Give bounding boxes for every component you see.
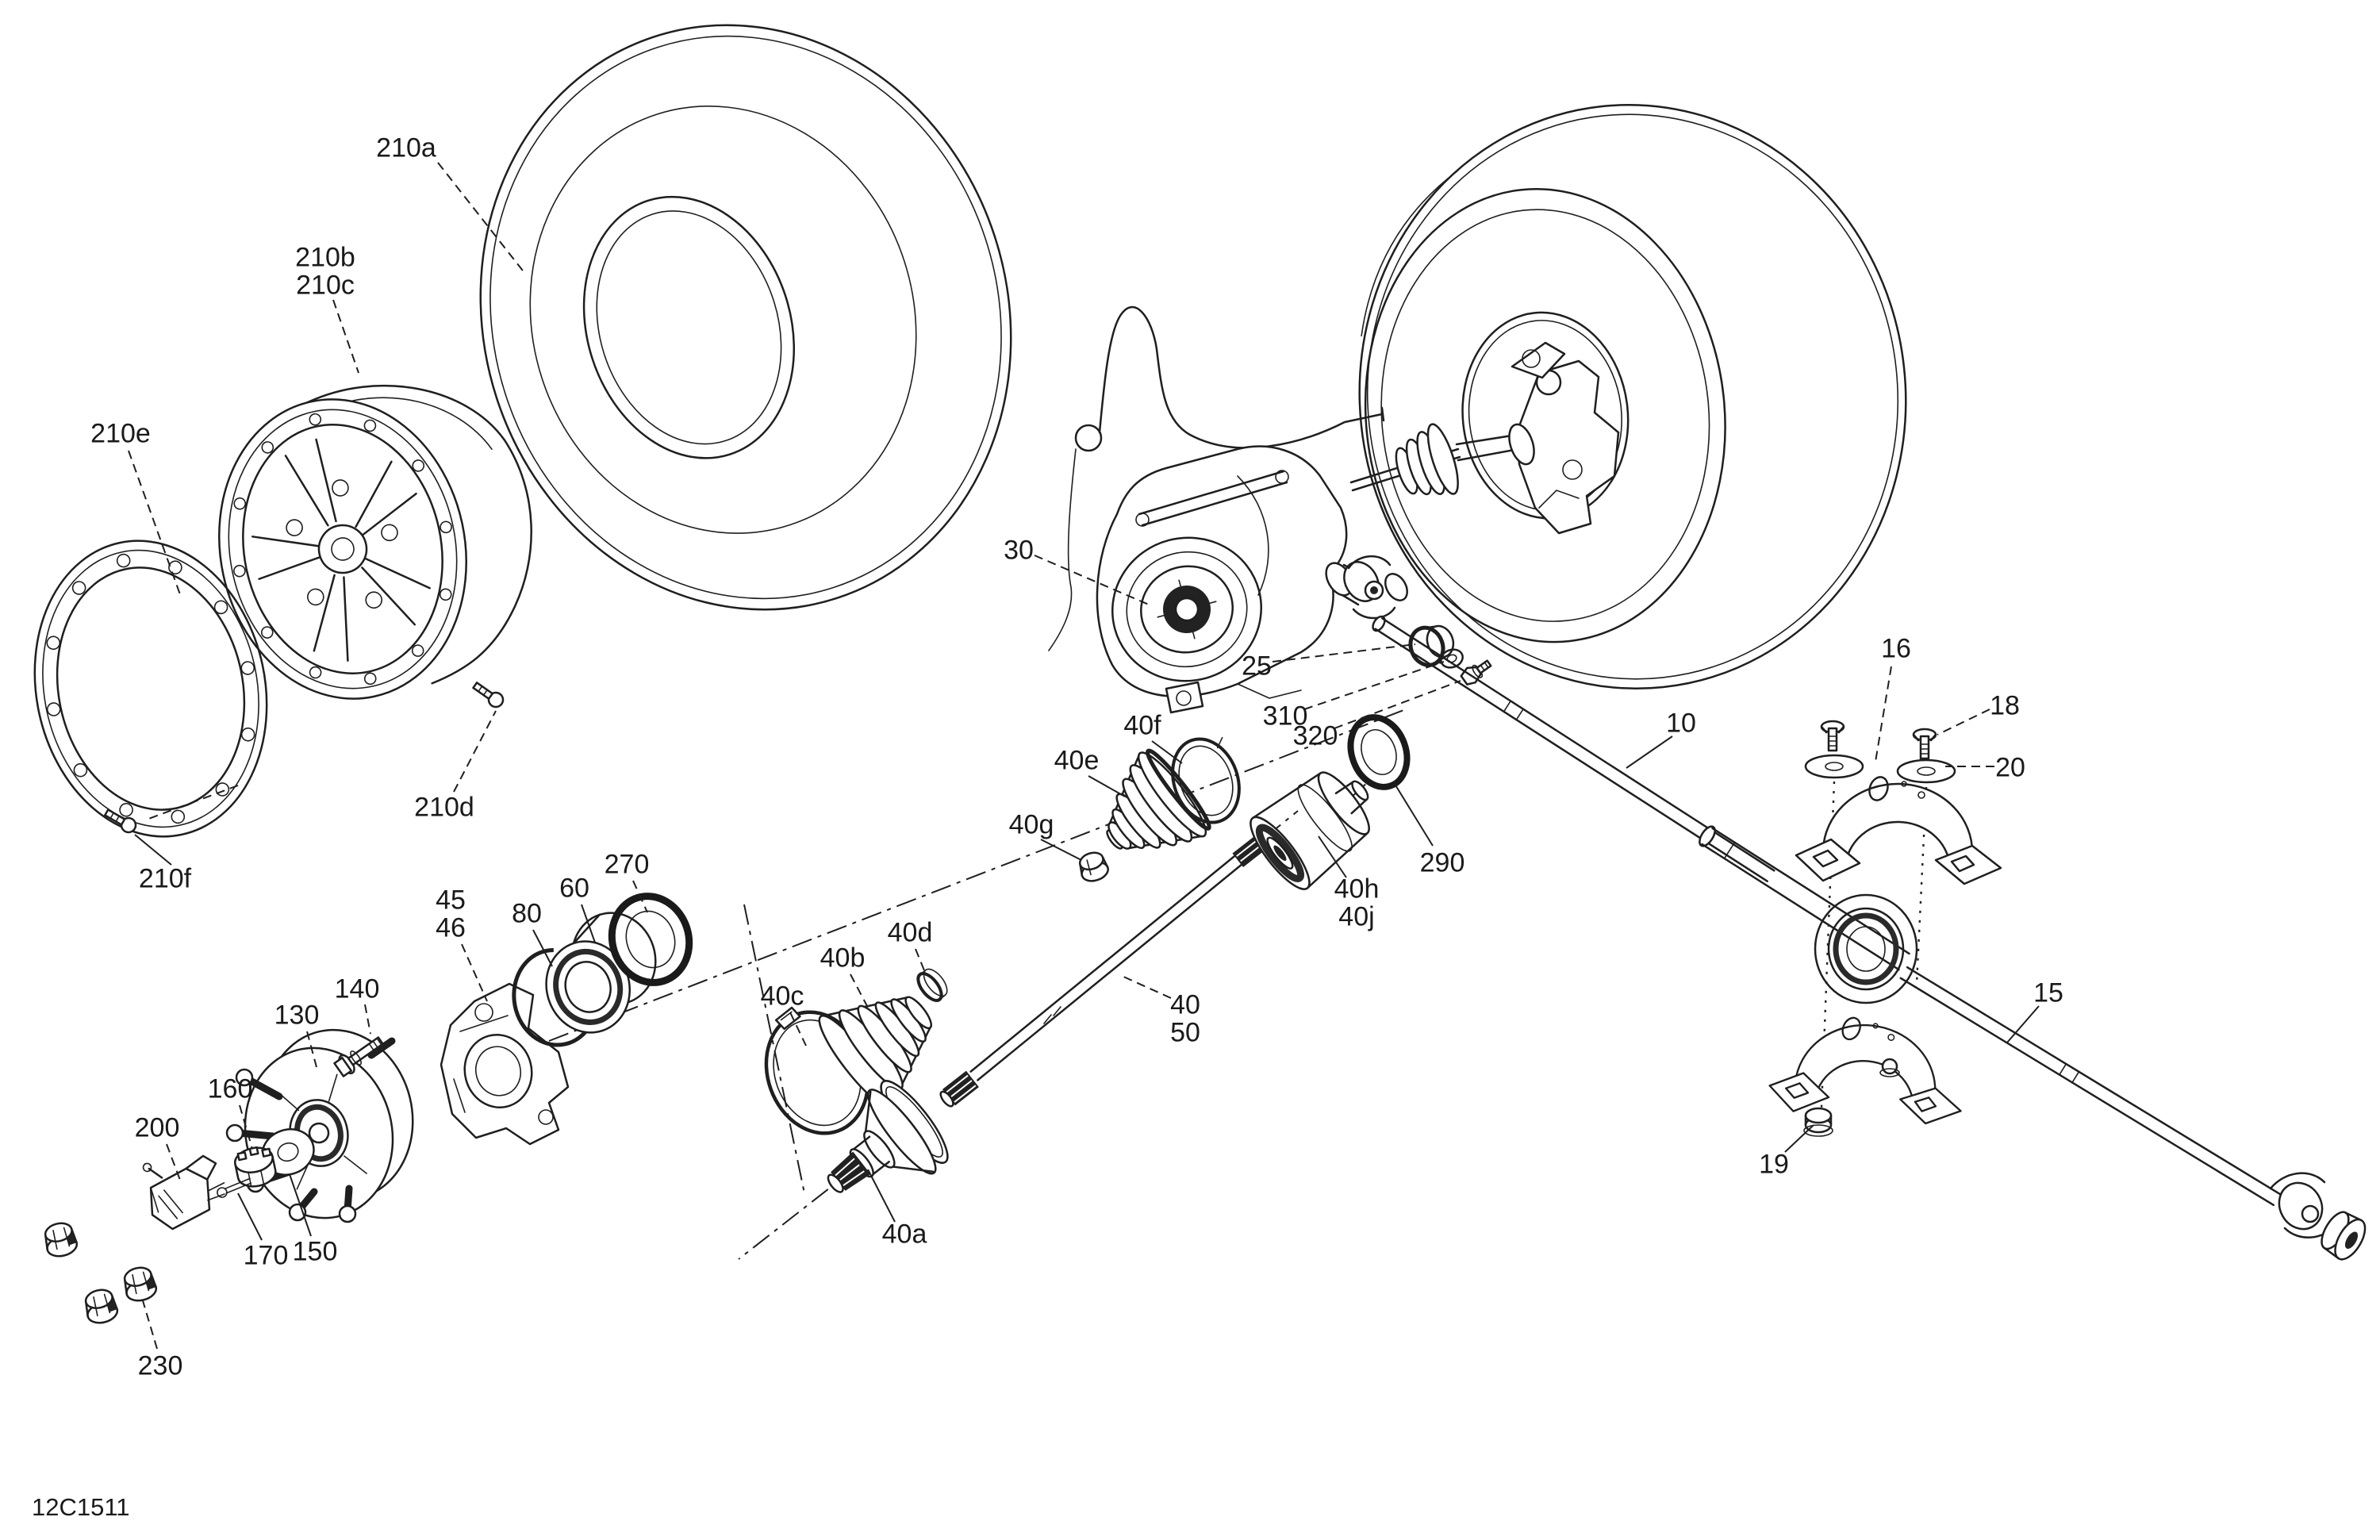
hub-bolt-140 xyxy=(333,1036,384,1077)
boot-clamp-40d xyxy=(916,968,948,1002)
leader-15 xyxy=(2006,1005,2040,1043)
leader-19 xyxy=(1784,1124,1814,1153)
construction-lines xyxy=(548,709,1407,1194)
leader-16 xyxy=(1875,666,1892,762)
leader-40f xyxy=(1151,740,1183,764)
leader-60 xyxy=(581,904,596,943)
leader-40b xyxy=(850,974,869,1008)
tire-front-right xyxy=(1358,104,1907,689)
cotter-pin-170 xyxy=(217,1177,252,1198)
u-joint-front xyxy=(1343,555,1408,620)
wheel-rim-left xyxy=(218,384,532,700)
leader-160 xyxy=(239,1104,253,1150)
rim-screw-210f xyxy=(104,808,137,834)
inner-cv-housing-40h xyxy=(1250,771,1370,890)
steering-knuckle xyxy=(440,982,570,1146)
seal-270 xyxy=(608,893,693,986)
leader-lines xyxy=(128,162,2040,1350)
wheel-studs xyxy=(225,1037,396,1223)
leader-210a xyxy=(437,162,526,275)
leader-18 xyxy=(1937,709,1990,735)
leader-40e xyxy=(1088,775,1126,797)
differential xyxy=(1096,445,1363,714)
wheel-hub xyxy=(225,1028,414,1223)
seal-290 xyxy=(1347,714,1411,790)
leader-290 xyxy=(1394,783,1434,847)
leader-40a xyxy=(867,1169,896,1223)
leader-40-50 xyxy=(1121,975,1172,999)
wheel-bearing-60 xyxy=(545,912,657,1034)
cv-boot-40e xyxy=(1106,748,1211,850)
leader-40c xyxy=(789,1012,807,1047)
propshaft-rear xyxy=(1899,966,2367,1261)
leader-30 xyxy=(1034,555,1150,605)
leader-210d xyxy=(453,710,497,793)
clamp-bolt-right xyxy=(1912,728,1937,760)
leader-210e xyxy=(128,450,182,597)
leader-210b-210c xyxy=(332,299,359,374)
clamp-bolt-left xyxy=(1820,720,1845,752)
leader-210f xyxy=(134,834,172,866)
leader-40d xyxy=(915,948,927,975)
leader-270 xyxy=(632,880,648,913)
leader-320 xyxy=(1334,680,1461,729)
leader-150 xyxy=(289,1173,312,1237)
lug-nuts xyxy=(40,1219,159,1327)
leader-45-46 xyxy=(461,943,488,1002)
leader-170 xyxy=(237,1192,263,1241)
leader-80 xyxy=(532,929,553,967)
leader-130 xyxy=(306,1031,317,1068)
bearing-clamp-lower xyxy=(1767,1008,1968,1137)
leader-40g xyxy=(1040,839,1082,861)
leader-40h-40j xyxy=(1318,835,1347,878)
leader-25 xyxy=(1272,643,1416,662)
leader-310 xyxy=(1303,661,1445,710)
snap-ring-80 xyxy=(512,947,598,1047)
propshaft-front xyxy=(1372,615,1918,1004)
washer-150 xyxy=(261,1128,315,1176)
rim-screw-210d xyxy=(472,682,505,709)
flange-nut-19 xyxy=(1803,1107,1833,1137)
outer-cv-joint-40a xyxy=(738,1080,949,1260)
leader-140 xyxy=(364,1004,371,1035)
diagram-code: 12C1511 xyxy=(32,1493,130,1521)
leader-10 xyxy=(1626,735,1673,769)
leader-200 xyxy=(166,1143,182,1183)
speed-sensor-200 xyxy=(142,1154,225,1231)
leader-230 xyxy=(141,1297,158,1350)
nut-40g xyxy=(1078,851,1109,882)
tire-front-left xyxy=(479,24,1012,611)
bearing-clamp-upper xyxy=(1795,720,2002,1108)
right-wheel-hub-knuckle xyxy=(1349,341,1620,535)
